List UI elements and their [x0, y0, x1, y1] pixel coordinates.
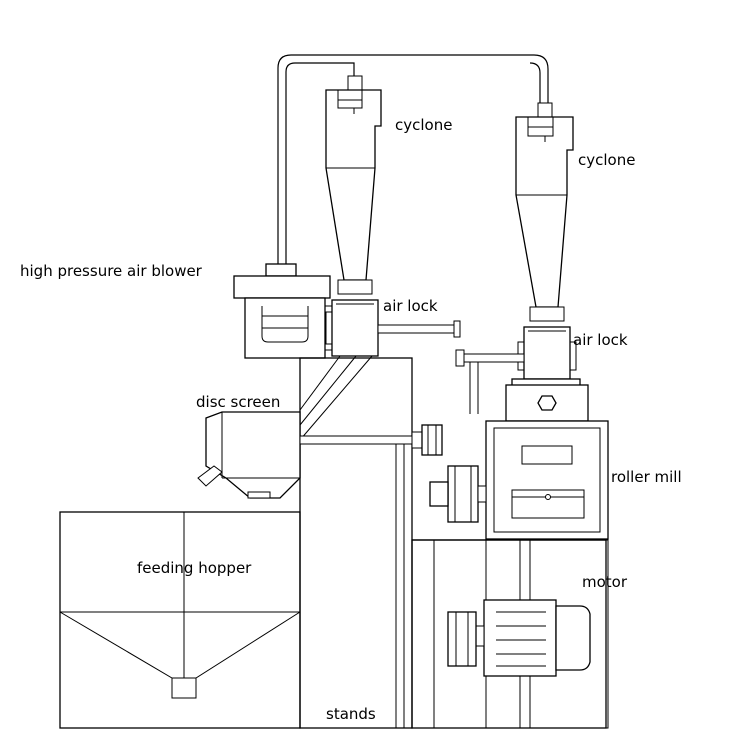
cyclone-right — [515, 102, 574, 322]
cyclone-left — [325, 75, 382, 295]
cyclone-right-label: cyclone — [578, 151, 635, 169]
cyclone-left-label: cyclone — [395, 116, 452, 134]
motor-label: motor — [582, 573, 628, 591]
air-blower — [233, 263, 334, 359]
air-lock-left-label: air lock — [383, 297, 438, 315]
air-lock-right-label: air lock — [573, 331, 628, 349]
stands-label: stands — [326, 705, 376, 723]
motor — [447, 539, 609, 729]
disc-screen — [197, 411, 443, 499]
air-lock-left — [325, 299, 461, 357]
feeding-hopper — [59, 511, 301, 729]
air-duct — [277, 54, 549, 268]
disc-screen-label: disc screen — [196, 393, 280, 411]
roller-mill-label: roller mill — [611, 468, 682, 486]
air-blower-label: high pressure air blower — [20, 262, 203, 280]
roller-mill — [429, 378, 609, 540]
feeding-hopper-label: feeding hopper — [137, 559, 252, 577]
